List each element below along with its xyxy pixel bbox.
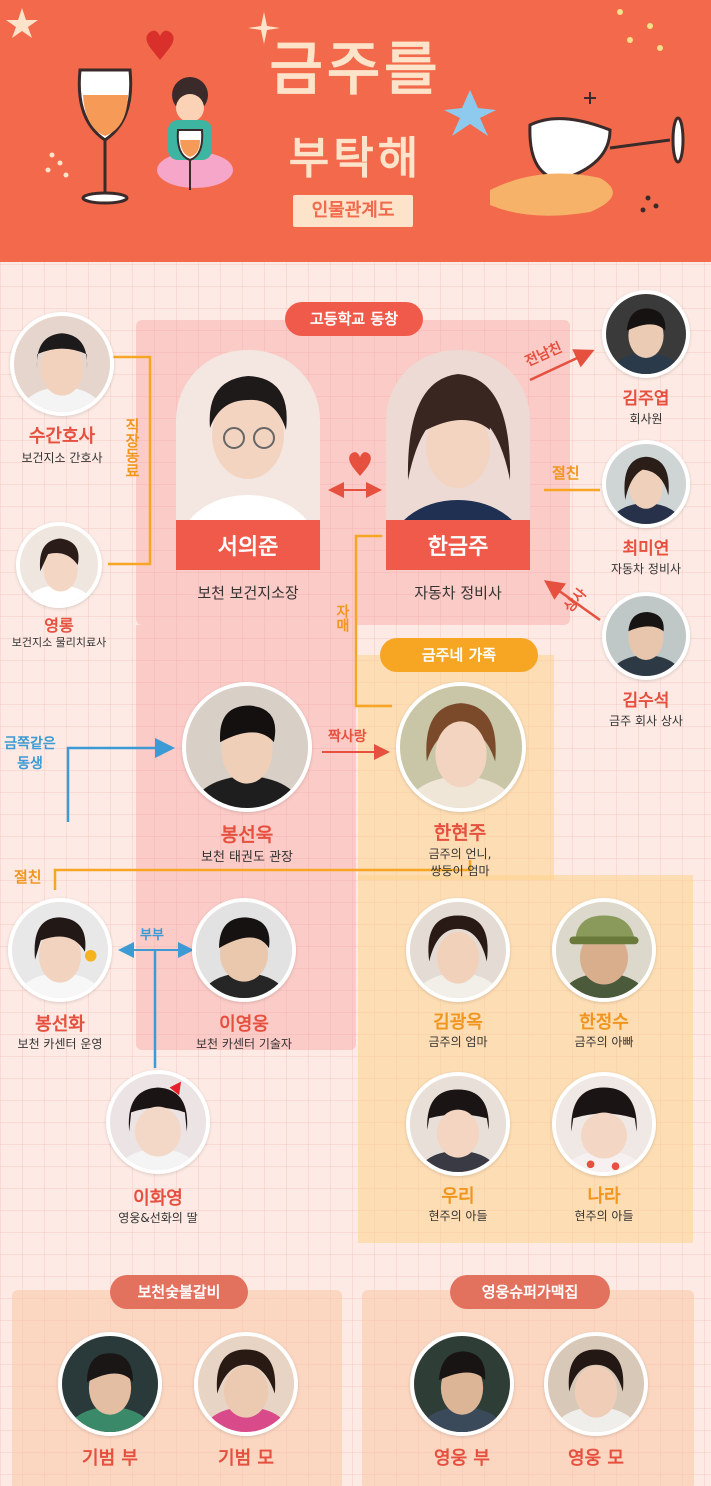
avatar-bongseonuk — [182, 682, 312, 812]
avatar-yeongrong — [16, 522, 102, 608]
main-left-portrait: 서의준 — [176, 350, 320, 570]
name-kimsuseok: 김수석 — [622, 691, 670, 711]
desc-kimjuyeop: 회사원 — [629, 412, 663, 426]
avatar-hanjeongsu — [552, 898, 656, 1002]
person-icon — [556, 1076, 652, 1172]
desc-leeyeongung: 보천 카센터 기술자 — [196, 1037, 292, 1051]
name-uri: 우리 — [441, 1186, 475, 1207]
person-icon — [196, 902, 292, 998]
name-yeongungmo: 영웅 모 — [568, 1448, 624, 1469]
desc-bongseonhwa: 보천 카센터 운영 — [17, 1037, 103, 1051]
desc-hanjeongsu: 금주의 아빠 — [574, 1035, 634, 1049]
desc-kimgwangok: 금주의 엄마 — [428, 1035, 488, 1049]
person-icon — [20, 526, 98, 604]
person-icon — [400, 686, 522, 808]
avatar-gibeommo — [194, 1332, 298, 1436]
relation-bestfriend-2: 절친 — [14, 868, 42, 886]
person-icon — [410, 902, 506, 998]
name-yeongungbu: 영웅 부 — [434, 1448, 490, 1469]
avatar-yeongungmo — [544, 1332, 648, 1436]
header-decoration — [6, 8, 685, 216]
desc-uri: 현주의 아들 — [428, 1209, 488, 1223]
name-leehwayeong: 이화영 — [133, 1188, 183, 1209]
desc-yeongrong: 보건지소 물리치료사 — [11, 636, 107, 649]
desc-choemiyeon: 자동차 정비사 — [610, 562, 682, 576]
avatar-leehwayeong — [106, 1070, 210, 1174]
name-kimjuyeop: 김주엽 — [622, 389, 670, 409]
title-line-2: 부탁해 — [288, 133, 423, 184]
name-bongseonuk: 봉선욱 — [220, 824, 274, 846]
name-hanhyeonju: 한현주 — [433, 822, 487, 844]
relation-coworkers: 직장동료 — [123, 418, 141, 478]
avatar-choemiyeon — [602, 440, 690, 528]
name-gibeommo: 기범 모 — [218, 1448, 274, 1469]
desc-bongseonuk: 보천 태권도 관장 — [201, 850, 293, 865]
person-icon — [410, 1076, 506, 1172]
name-gibeombu: 기범 부 — [82, 1448, 138, 1469]
person-icon — [14, 316, 110, 412]
person-icon — [606, 444, 686, 524]
avatar-kimjuyeop — [602, 290, 690, 378]
desc-hanhyeonju-1: 금주의 언니, — [428, 847, 492, 861]
relation-brother: 금쪽같은 동생 — [4, 736, 56, 772]
avatar-gibeombu — [58, 1332, 162, 1436]
relation-sisters: 자매 — [334, 604, 350, 632]
name-leeyeongung: 이영웅 — [219, 1014, 269, 1035]
avatar-leeyeongung — [192, 898, 296, 1002]
header-banner: 금주를 부탁해 인물관계도 — [0, 0, 711, 262]
desc-kimsuseok: 금주 회사 상사 — [609, 714, 683, 728]
person-icon — [62, 1336, 158, 1432]
avatar-kimgwangok — [406, 898, 510, 1002]
name-yeongrong: 영롱 — [44, 616, 74, 635]
person-icon — [12, 902, 108, 998]
main-right-desc: 자동차 정비사 — [414, 584, 502, 602]
avatar-uri — [406, 1072, 510, 1176]
desc-hanhyeonju-2: 쌍둥이 엄마 — [430, 864, 490, 878]
desc-sugan: 보건지소 간호사 — [21, 451, 103, 465]
avatar-kimsuseok — [602, 592, 690, 680]
name-nara: 나라 — [587, 1186, 621, 1207]
main-right-name: 한금주 — [386, 520, 530, 570]
relation-couple: 부부 — [140, 928, 164, 943]
name-sugan: 수간호사 — [28, 426, 96, 447]
avatar-hanhyeonju — [396, 682, 526, 812]
avatar-sugan — [10, 312, 114, 416]
person-icon — [606, 294, 686, 374]
family-group-badge: 금주네 가족 — [380, 638, 538, 672]
main-left-desc: 보천 보건지소장 — [197, 584, 299, 602]
supermarket-group-badge: 영웅슈퍼가맥집 — [450, 1275, 610, 1309]
desc-leehwayeong: 영웅&선화의 딸 — [118, 1211, 198, 1225]
person-icon — [556, 902, 652, 998]
person-icon — [110, 1074, 206, 1170]
avatar-nara — [552, 1072, 656, 1176]
person-icon — [548, 1336, 644, 1432]
name-choemiyeon: 최미연 — [622, 539, 670, 559]
person-icon — [186, 686, 308, 808]
avatar-bongseonhwa — [8, 898, 112, 1002]
person-icon — [606, 596, 686, 676]
desc-nara: 현주의 아들 — [574, 1209, 634, 1223]
restaurant-group-badge: 보천숯불갈비 — [110, 1275, 248, 1309]
person-icon — [198, 1336, 294, 1432]
name-hanjeongsu: 한정수 — [579, 1012, 629, 1033]
title-line-1: 금주를 — [269, 35, 442, 103]
name-kimgwangok: 김광옥 — [433, 1012, 483, 1033]
main-left-name: 서의준 — [176, 520, 320, 570]
person-icon — [414, 1336, 510, 1432]
main-right-portrait: 한금주 — [386, 350, 530, 570]
name-bongseonhwa: 봉선화 — [35, 1014, 85, 1035]
subtitle-badge: 인물관계도 — [293, 195, 413, 227]
avatar-yeongungbu — [410, 1332, 514, 1436]
school-group-badge: 고등학교 동창 — [285, 302, 423, 336]
relation-crush: 짝사랑 — [328, 729, 367, 745]
relation-bestfriend-1: 절친 — [552, 464, 580, 482]
